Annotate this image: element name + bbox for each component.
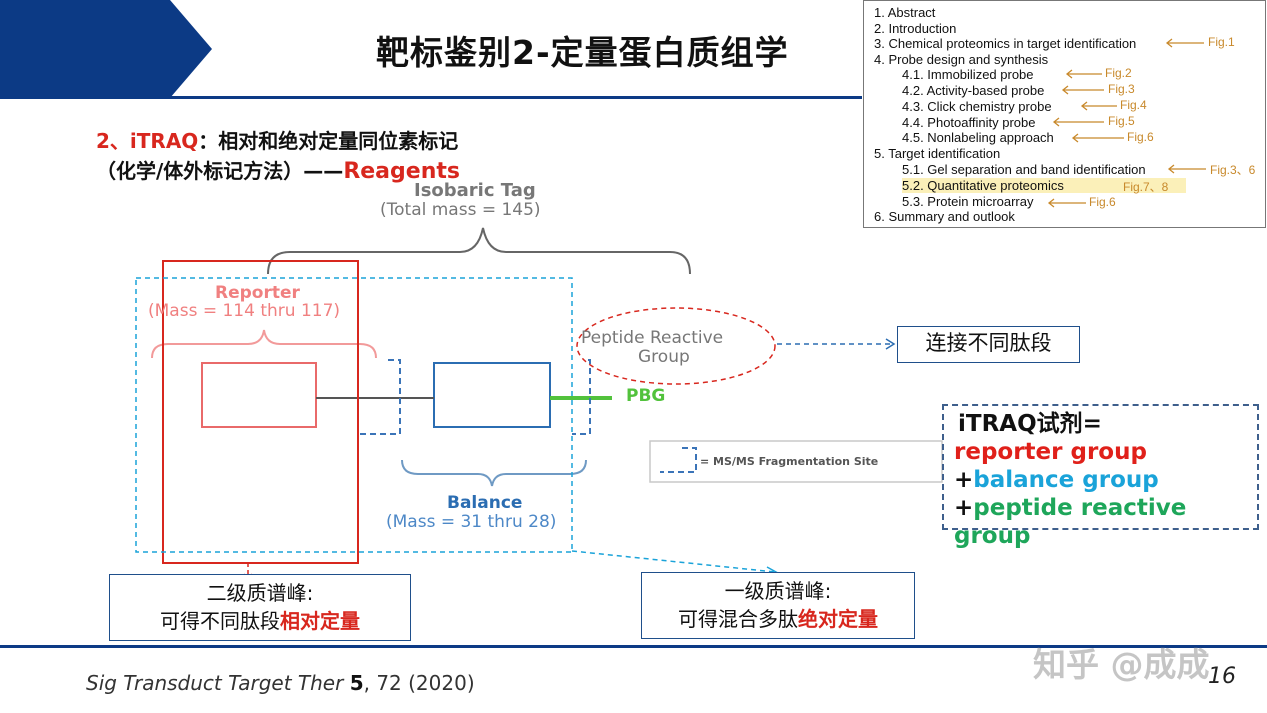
toc-item: 5.3. Protein microarray: [902, 194, 1034, 209]
toc-item: 3. Chemical proteomics in target identif…: [874, 36, 1137, 51]
toc-item: 4. Probe design and synthesis: [874, 52, 1049, 67]
legend-label: = MS/MS Fragmentation Site: [700, 455, 879, 468]
pbg-label: PBG: [626, 386, 666, 406]
formula-peptide-line: +peptide reactive group: [954, 494, 1257, 550]
citation-rest: , 72 (2020): [363, 671, 475, 695]
legend-marker: [660, 447, 697, 473]
itraq-formula-box: iTRAQ试剂= reporter group +balance group +…: [942, 404, 1259, 549]
formula-peptide: peptide reactive group: [954, 495, 1187, 549]
ms2-callout-line1: 二级质谱峰:: [206, 581, 314, 605]
toc-item: 2. Introduction: [874, 21, 957, 36]
prg-highlight-ellipse: [576, 307, 776, 385]
toc-arrows: [1047, 38, 1206, 208]
subheading-reagents: Reagents: [343, 159, 460, 184]
ms2-callout-red: 相对定量: [280, 609, 360, 633]
toc-fig-ref: Fig.2: [1105, 66, 1132, 80]
balance-block: [433, 362, 551, 428]
isobaric-brace: [267, 227, 691, 275]
connect-peptide-label: 连接不同肽段: [897, 326, 1080, 363]
ms1-callout-text: 可得混合多肽: [678, 607, 798, 631]
toc-fig-ref: Fig.5: [1108, 114, 1135, 128]
toc-fig-ref: Fig.1: [1208, 35, 1235, 49]
formula-balance-line: +balance group: [954, 466, 1257, 494]
tag-highlight-box: [135, 277, 573, 553]
page-number: 16: [1208, 664, 1236, 689]
toc-fig-ref: Fig.3: [1108, 82, 1135, 96]
balance-label: Balance: [447, 493, 523, 513]
reporter-mass-label: (Mass = 114 thru 117): [148, 301, 341, 321]
section-subheading: （化学/体外标记方法）——Reagents: [96, 155, 460, 184]
toc-fig-ref: Fig.4: [1120, 98, 1147, 112]
balance-brace: [401, 459, 587, 487]
reporter-brace: [151, 329, 377, 359]
citation-volume: 5: [349, 671, 364, 695]
toc-fig-ref: Fig.6: [1089, 195, 1116, 209]
header-banner: [0, 0, 212, 98]
toc-item: 5.1. Gel separation and band identificat…: [902, 162, 1146, 177]
ms2-callout: 二级质谱峰: 可得不同肽段相对定量: [109, 574, 411, 641]
formula-plus: +: [954, 467, 974, 493]
toc-fig-ref: Fig.7、8: [1123, 180, 1169, 194]
toc-item: 4.2. Activity-based probe: [902, 83, 1045, 98]
toc-item-highlighted: 5.2. Quantitative proteomics: [902, 178, 1186, 193]
total-mass-label: (Total mass = 145): [380, 200, 541, 220]
toc-item: 6. Summary and outlook: [874, 209, 1015, 224]
ms2-callout-text: 可得不同肽段: [160, 609, 280, 633]
heading-prefix: 2、iTRAQ: [96, 129, 199, 153]
ms1-callout: 一级质谱峰: 可得混合多肽绝对定量: [641, 572, 915, 639]
peptide-reactive-label: Peptide Reactive: [581, 328, 724, 348]
isobaric-tag-label: Isobaric Tag: [414, 180, 536, 201]
section-heading: 2、iTRAQ：相对和绝对定量同位素标记: [96, 125, 458, 154]
subheading-prefix: （化学/体外标记方法）——: [96, 159, 344, 183]
legend-box: [649, 440, 943, 483]
toc-item: 4.1. Immobilized probe: [902, 67, 1034, 82]
toc-item: 5. Target identification: [874, 146, 1001, 161]
heading-rest: ：相对和绝对定量同位素标记: [198, 129, 459, 153]
toc-item: 1. Abstract: [874, 5, 936, 20]
toc-panel: 1. Abstract 2. Introduction 3. Chemical …: [863, 0, 1266, 228]
peptide-reactive-group-label: Group: [638, 347, 690, 367]
ms2-callout-line2: 可得不同肽段相对定量: [110, 607, 410, 635]
citation-journal: Sig Transduct Target Ther: [86, 671, 350, 695]
ms1-callout-line2: 可得混合多肽绝对定量: [642, 605, 914, 633]
toc-item: 4.4. Photoaffinity probe: [902, 115, 1036, 130]
balance-mass-label: (Mass = 31 thru 28): [386, 512, 557, 532]
formula-plus: +: [954, 495, 974, 521]
reporter-block: [201, 362, 317, 428]
reporter-label: Reporter: [215, 283, 300, 303]
citation: Sig Transduct Target Ther 5, 72 (2020): [86, 671, 475, 695]
formula-title: iTRAQ试剂=: [958, 411, 1102, 437]
ms1-arrow: [571, 550, 776, 573]
ms1-callout-line1: 一级质谱峰:: [724, 579, 832, 603]
formula-reporter: reporter group: [954, 439, 1147, 465]
watermark: 知乎 @成成: [1033, 645, 1210, 684]
toc-item: 4.3. Click chemistry probe: [902, 99, 1052, 114]
footer-divider: [0, 645, 1267, 648]
toc-fig-ref: Fig.6: [1127, 130, 1154, 144]
ms1-callout-red: 绝对定量: [798, 607, 878, 631]
toc-item: 4.5. Nonlabeling approach: [902, 130, 1054, 145]
reporter-highlight-box: [162, 260, 359, 564]
formula-balance: balance group: [973, 467, 1159, 493]
header-divider: [0, 96, 862, 99]
slide-title: 靶标鉴别2-定量蛋白质组学: [376, 33, 789, 72]
fragmentation-site-markers: [360, 359, 591, 435]
toc-fig-ref: Fig.3、6: [1210, 163, 1256, 177]
